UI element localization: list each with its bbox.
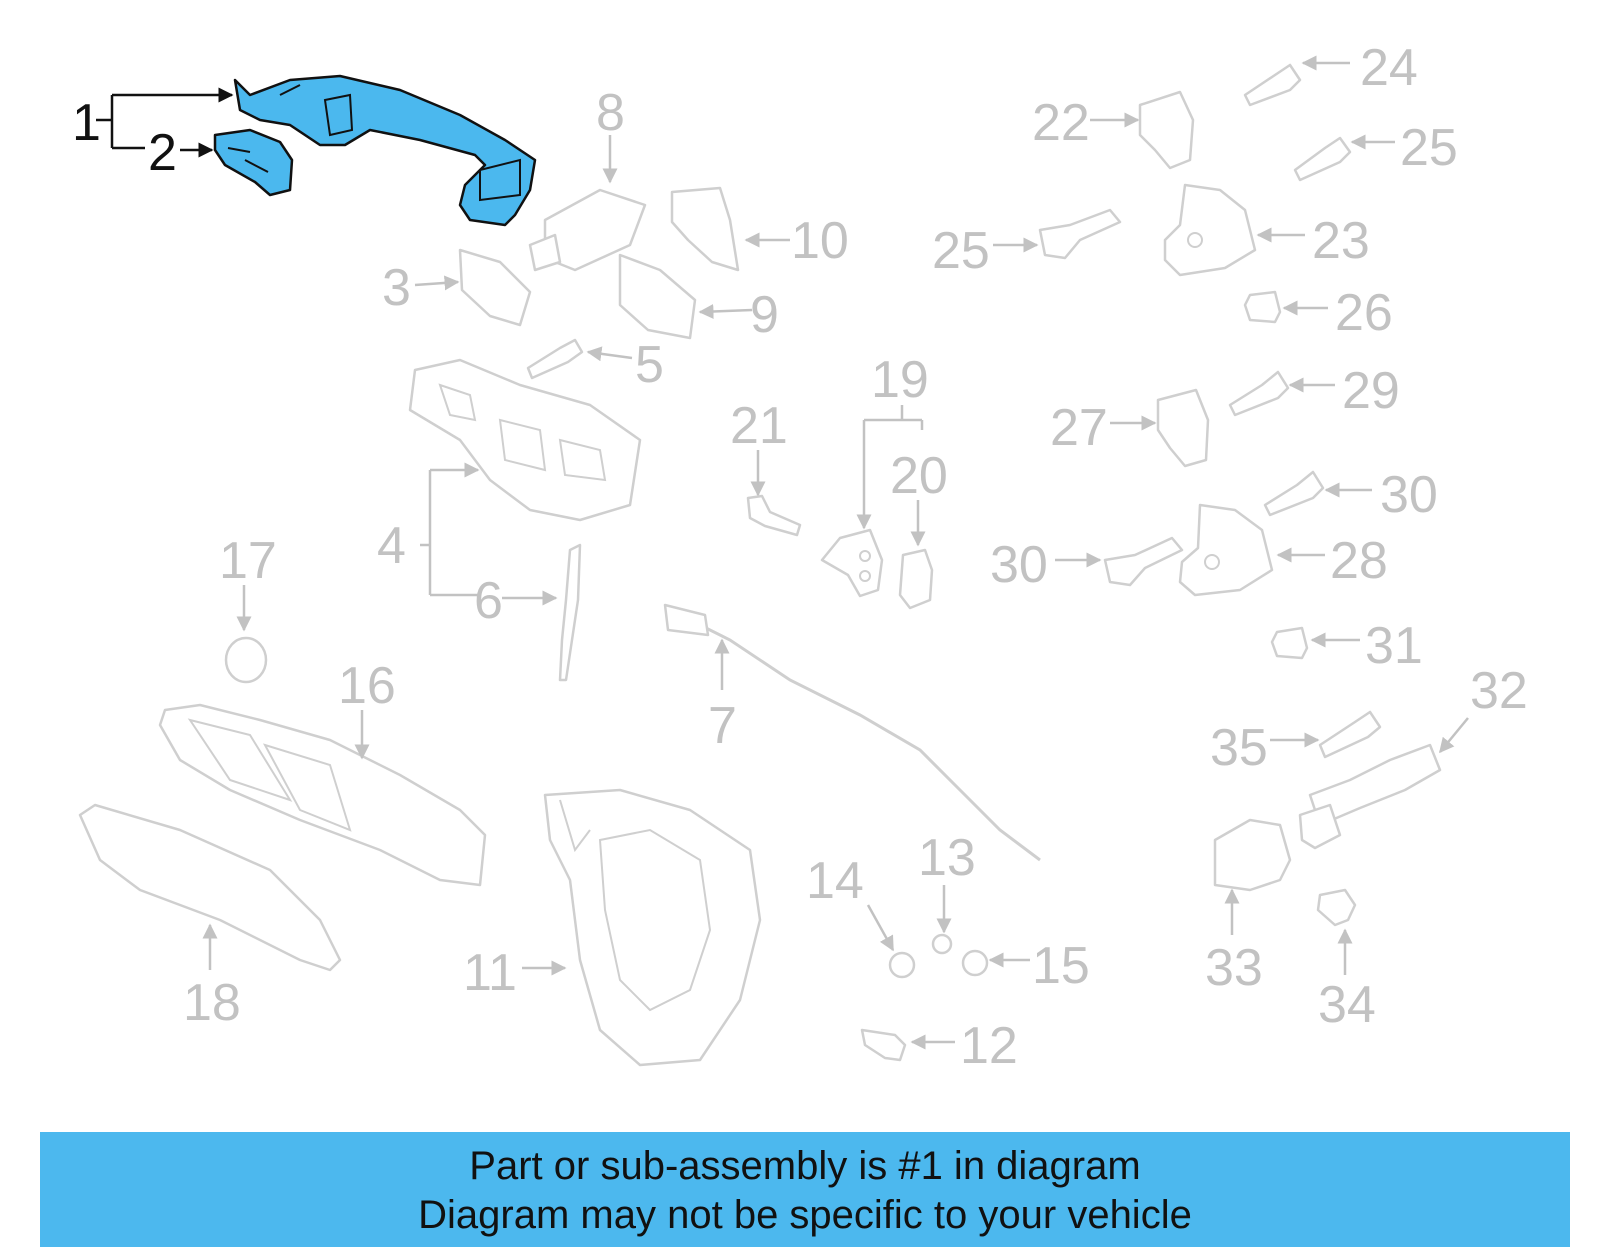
- cable-end-part-7: [663, 603, 710, 637]
- callout-3: 3: [382, 259, 411, 317]
- banner-line-2: Diagram may not be specific to your vehi…: [418, 1193, 1192, 1237]
- callout-6: 6: [474, 572, 503, 630]
- screw-part-21: [746, 494, 802, 537]
- grey-leaders: [202, 55, 1469, 1050]
- bracket-part-33: [1213, 818, 1292, 892]
- grommet-part-17: [224, 636, 268, 684]
- callout-4: 4: [377, 517, 406, 575]
- housing-part-9: [618, 253, 697, 340]
- bracket-part-27: [1156, 388, 1210, 468]
- callout-30-left: 30: [990, 536, 1048, 594]
- callout-34: 34: [1318, 976, 1376, 1034]
- gasket-part-3: [458, 248, 532, 327]
- callout-28: 28: [1330, 532, 1388, 590]
- callout-13: 13: [918, 829, 976, 887]
- clip-set-part-19: [820, 528, 884, 598]
- check-link-part-32: [1298, 743, 1442, 850]
- callout-24: 24: [1360, 39, 1418, 97]
- rod-part-6: [558, 543, 582, 682]
- lock-cylinder-part-8: [528, 188, 647, 272]
- striker-part-28: [1178, 503, 1274, 597]
- latch-part-11: [543, 788, 762, 1067]
- callout-2: 2: [148, 124, 177, 182]
- callout-25-left: 25: [932, 222, 990, 280]
- callout-9: 9: [750, 286, 779, 344]
- bolt-part-35: [1318, 710, 1382, 759]
- cable-part-7: [664, 608, 1041, 862]
- bushing-part-26: [1243, 290, 1282, 324]
- callout-23: 23: [1312, 212, 1370, 270]
- callout-32: 32: [1470, 662, 1528, 720]
- cover-part-10: [670, 186, 740, 272]
- handle-cap-part-2[interactable]: [213, 128, 294, 197]
- plug-part-15: [961, 949, 989, 977]
- carrier-part-4: [408, 358, 642, 522]
- callout-15: 15: [1032, 937, 1090, 995]
- callout-27: 27: [1050, 399, 1108, 457]
- callout-29: 29: [1342, 362, 1400, 420]
- callout-8: 8: [596, 84, 625, 142]
- bolt-part-25-top: [1293, 136, 1352, 182]
- info-banner: Part or sub-assembly is #1 in diagram Di…: [40, 1132, 1570, 1247]
- bushing-part-31: [1270, 626, 1309, 660]
- callout-1: 1: [72, 94, 101, 152]
- bolt-part-30-left: [1103, 536, 1184, 587]
- callout-33: 33: [1205, 939, 1263, 997]
- callout-22: 22: [1032, 94, 1090, 152]
- callout-10: 10: [791, 212, 849, 270]
- callout-35: 35: [1210, 719, 1268, 777]
- clip-part-20: [898, 548, 934, 610]
- callout-25-top: 25: [1400, 119, 1458, 177]
- screw-part-34: [1316, 888, 1357, 927]
- callout-20: 20: [890, 447, 948, 505]
- callout-7: 7: [708, 697, 737, 755]
- callout-21: 21: [730, 397, 788, 455]
- leader-1: [96, 95, 232, 150]
- inner-handle-part-16: [158, 703, 487, 887]
- callout-19: 19: [871, 351, 929, 409]
- callout-17: 17: [219, 532, 277, 590]
- parts-diagram: 1 2 3 4 5 6 7 8 9 10 11 12 13 14 15 16 1…: [72, 39, 1528, 1075]
- callout-16: 16: [338, 657, 396, 715]
- callout-31: 31: [1365, 617, 1423, 675]
- bracket-part-22: [1138, 90, 1195, 170]
- striker-part-23: [1163, 183, 1257, 277]
- callout-5: 5: [635, 336, 664, 394]
- bolt-part-30-top: [1263, 470, 1325, 517]
- callout-12: 12: [960, 1017, 1018, 1075]
- callout-26: 26: [1335, 284, 1393, 342]
- bolt-part-24: [1243, 63, 1302, 107]
- callout-18: 18: [183, 974, 241, 1032]
- bolt-part-25-left: [1038, 208, 1122, 260]
- screw-part-12: [860, 1028, 907, 1062]
- callout-30-top: 30: [1380, 466, 1438, 524]
- bolt-part-29: [1228, 370, 1290, 417]
- bezel-part-18: [78, 803, 342, 972]
- screw-part-5: [526, 338, 584, 380]
- callout-14: 14: [806, 852, 864, 910]
- door-handle-part-1[interactable]: [233, 74, 537, 227]
- banner-line-1: Part or sub-assembly is #1 in diagram: [469, 1144, 1141, 1188]
- clip-part-13: [931, 933, 953, 955]
- callout-11: 11: [463, 944, 517, 1002]
- plug-part-14: [888, 951, 916, 979]
